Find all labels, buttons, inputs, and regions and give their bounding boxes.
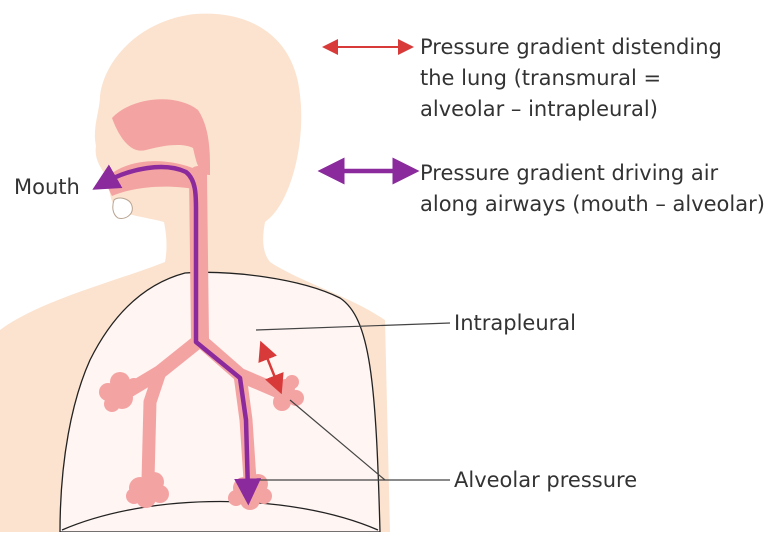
legend-purple-line2: along airways (mouth – alveolar)	[420, 189, 765, 220]
mouth-label: Mouth	[14, 172, 80, 203]
legend-red-line2: the lung (transmural =	[420, 63, 661, 94]
legend-purple-line1: Pressure gradient driving air	[420, 158, 718, 189]
legend-red-line1: Pressure gradient distending	[420, 32, 722, 63]
legend-red-line3: alveolar – intrapleural)	[420, 94, 658, 125]
intrapleural-label: Intrapleural	[454, 308, 576, 339]
alveolar-pressure-label: Alveolar pressure	[454, 465, 637, 496]
